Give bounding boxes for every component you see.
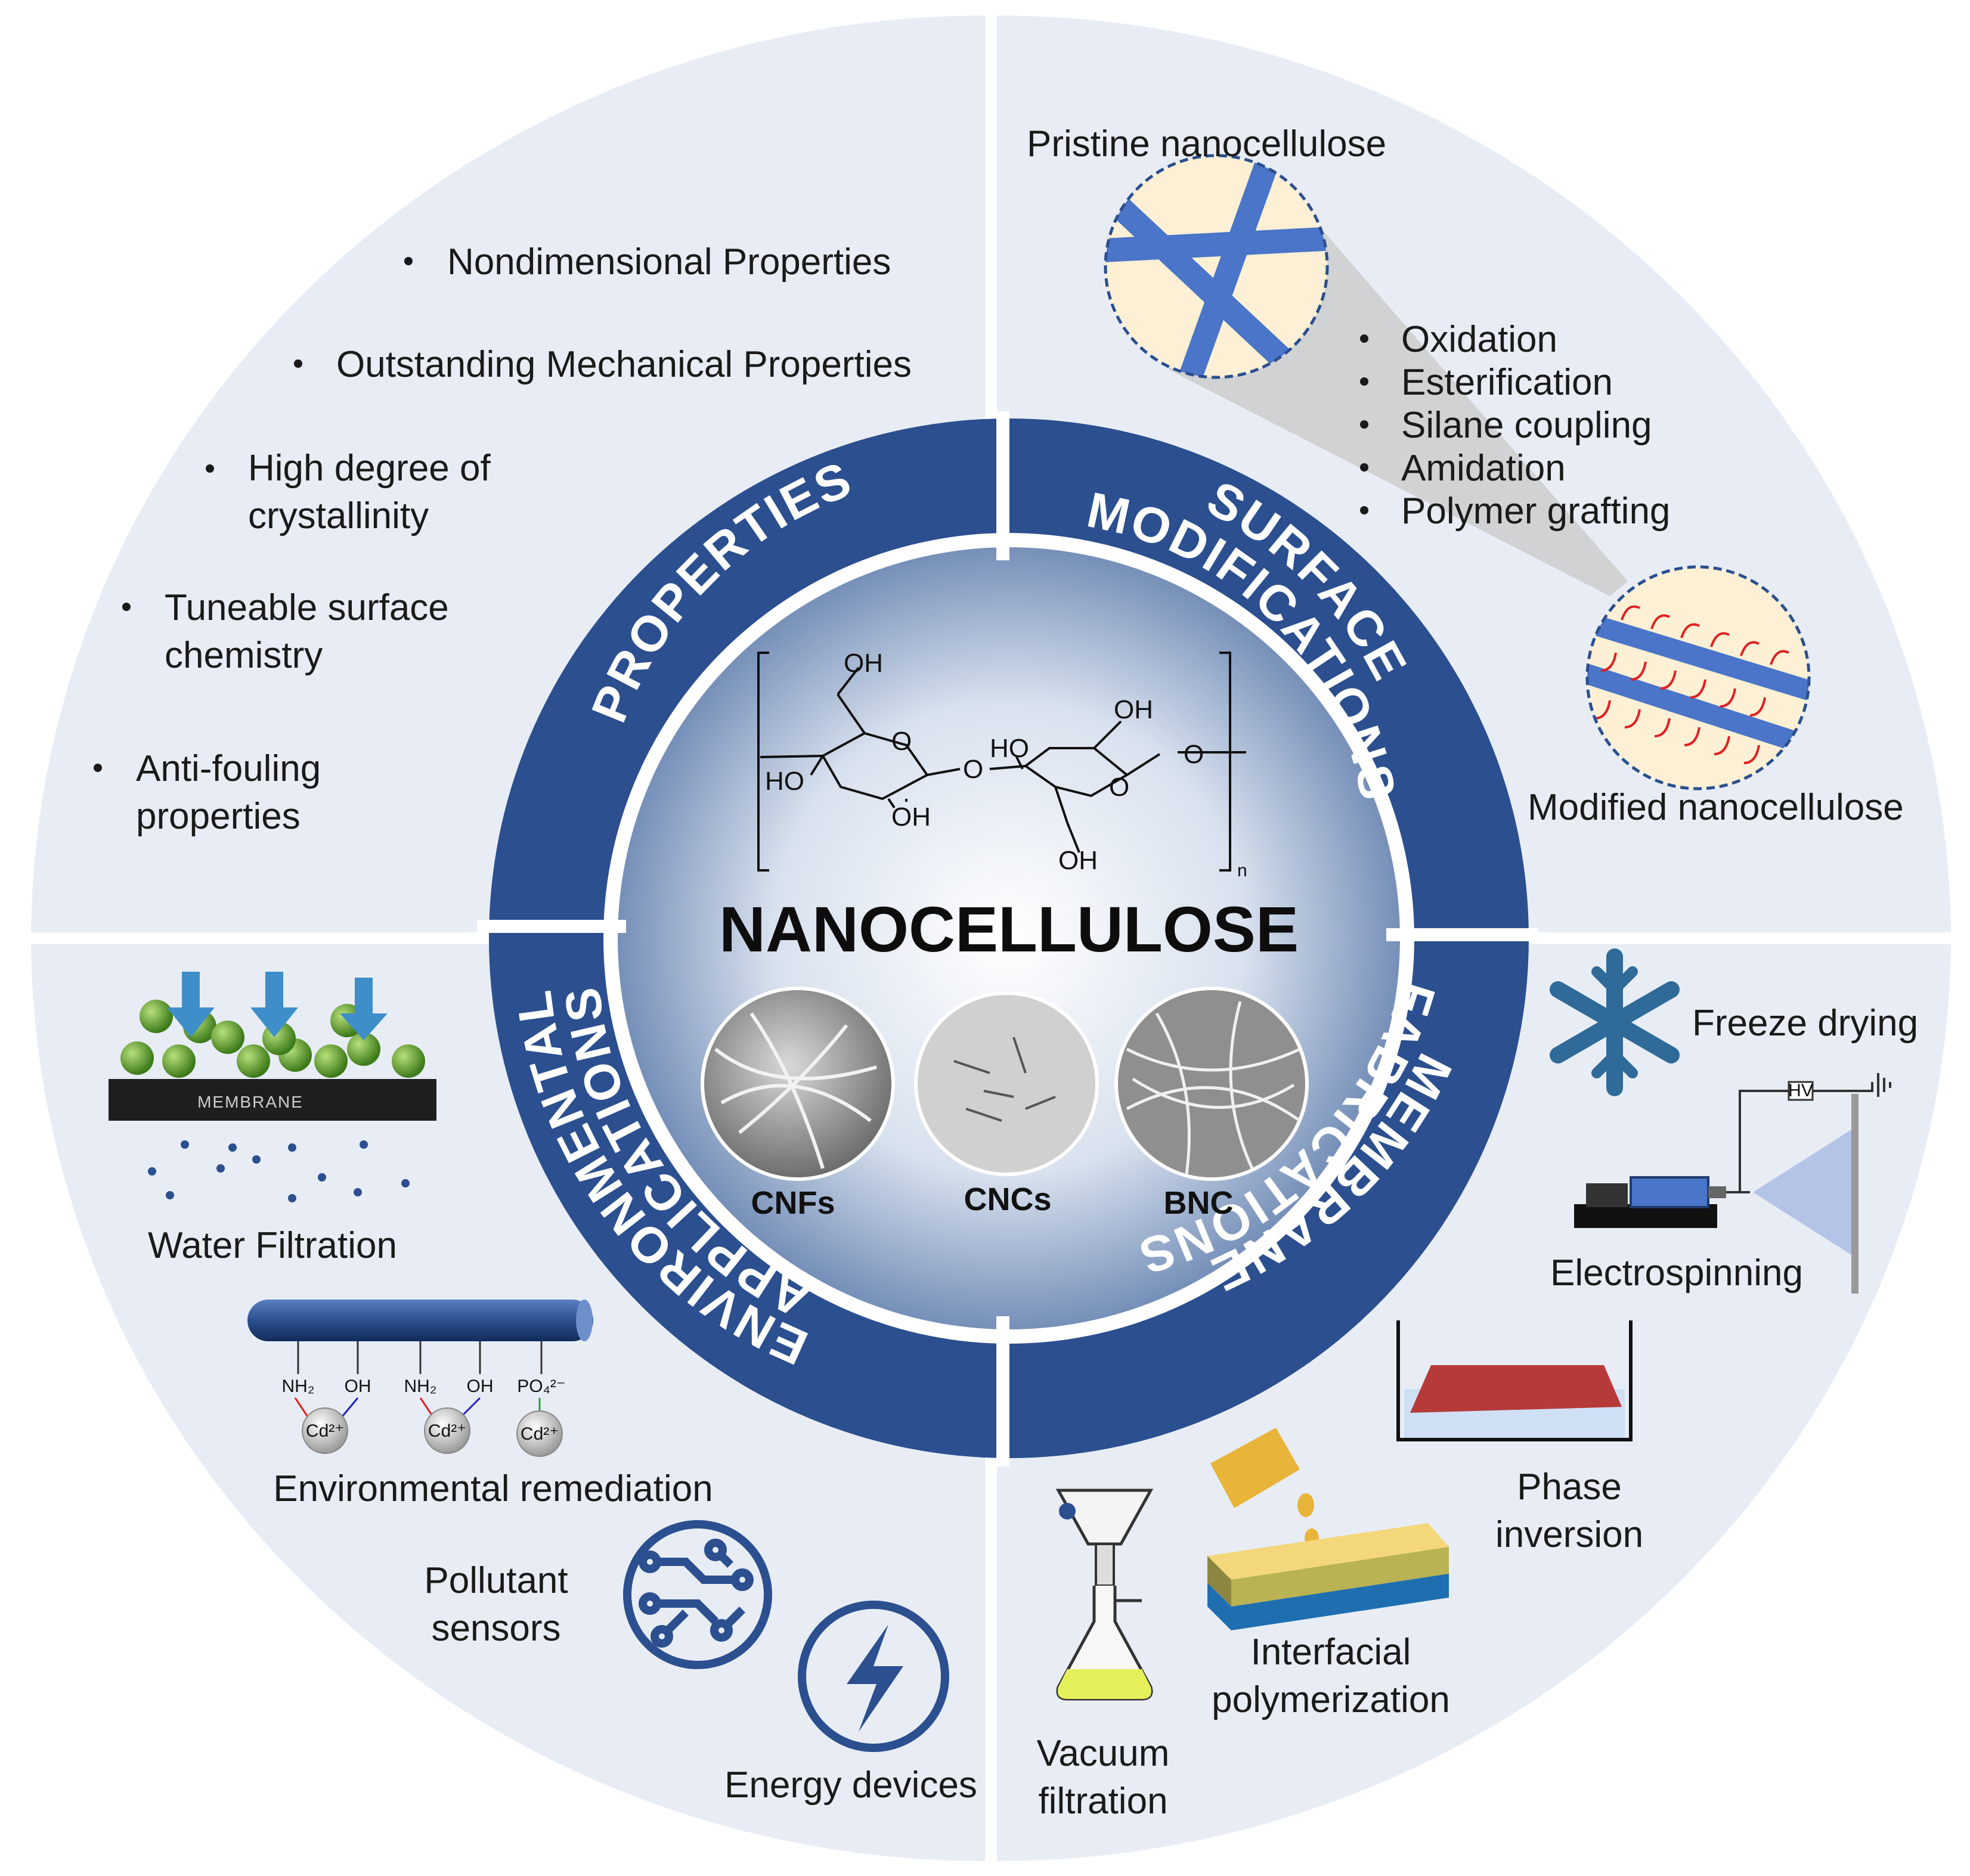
hv-label: HV xyxy=(1788,1081,1813,1100)
label-ho-right: HO xyxy=(990,734,1029,763)
remediation-label: Environmental remediation xyxy=(273,1468,713,1509)
label-ring-o-right: O xyxy=(1109,773,1129,802)
sem-images: CNFs CNCs BNC xyxy=(701,987,1309,1221)
label-bridge-o: O xyxy=(963,755,983,784)
modification-methods: Oxidation Esterification Silane coupling… xyxy=(1360,319,1670,532)
group-nh2-1: NH₂ xyxy=(282,1376,315,1396)
interfacial-polymerization-icon xyxy=(1207,1428,1449,1630)
properties-list: Nondimensional Properties Outstanding Me… xyxy=(94,241,912,837)
interfacial-label-2: polymerization xyxy=(1212,1679,1450,1720)
membrane-word: MEMBRANE xyxy=(197,1093,303,1111)
cellulose-labels: OH HO OH O O HO OH O O OH n xyxy=(765,649,1247,880)
method-esterification: Esterification xyxy=(1401,362,1613,403)
phase-inversion-label-2: inversion xyxy=(1495,1514,1643,1555)
energy-devices-label: Energy devices xyxy=(724,1765,977,1806)
sem-label-bnc: BNC xyxy=(1164,1185,1234,1221)
lightning-bolt-icon xyxy=(798,1601,949,1752)
environmental-applications: MEMBRANE Water Filtration xyxy=(109,972,977,1806)
property-item-3-line1: High degree of xyxy=(248,448,491,489)
surface-modifications: Pristine nanocellulose Oxidation Esterif… xyxy=(1027,123,1904,828)
property-item-1: Nondimensional Properties xyxy=(447,241,891,283)
property-item-2: Outstanding Mechanical Properties xyxy=(336,344,912,385)
label-oh-bottom-right: OH xyxy=(1058,846,1098,875)
water-filtration-label: Water Filtration xyxy=(148,1225,397,1266)
electrospinning-label: Electrospinning xyxy=(1550,1252,1803,1294)
label-ho-left: HO xyxy=(765,767,804,796)
freeze-drying-label: Freeze drying xyxy=(1692,1003,1918,1044)
property-item-4-line1: Tuneable surface xyxy=(165,587,449,628)
sensors-label-2: sensors xyxy=(431,1608,560,1649)
remediation-icon: NH₂ OH NH₂ OH PO₄²⁻ Cd²⁺ Cd²⁺ Cd²⁺ xyxy=(247,1300,593,1457)
sem-image-cnfs xyxy=(701,987,895,1181)
sensors-label-1: Pollutant xyxy=(424,1560,568,1601)
label-oh-top: OH xyxy=(844,649,883,678)
water-filtration-membrane-icon: MEMBRANE xyxy=(109,972,436,1202)
circuit-sensor-icon xyxy=(623,1520,772,1669)
ion-cd-2: Cd²⁺ xyxy=(428,1421,466,1441)
vacuum-label-2: filtration xyxy=(1038,1781,1167,1822)
method-silane: Silane coupling xyxy=(1401,405,1652,446)
sem-image-cncs xyxy=(914,991,1099,1176)
modified-label: Modified nanocellulose xyxy=(1528,787,1904,828)
modified-nanocellulose-icon xyxy=(1585,565,1811,790)
method-polymer-grafting: Polymer grafting xyxy=(1401,491,1670,532)
ion-cd-3: Cd²⁺ xyxy=(521,1424,559,1444)
cellulose-structure xyxy=(757,652,1246,872)
snowflake-icon xyxy=(1550,948,1680,1096)
sem-image-bnc xyxy=(1114,987,1309,1181)
method-amidation: Amidation xyxy=(1401,448,1566,489)
membrane-fabrications: Freeze drying HV Electrospinning Phase i… xyxy=(1037,948,1918,1822)
property-item-5-line2: properties xyxy=(136,796,301,837)
sem-label-cnfs: CNFs xyxy=(751,1185,835,1221)
phase-inversion-label-1: Phase xyxy=(1517,1466,1622,1508)
label-ring-o-left: O xyxy=(891,727,912,756)
label-oh-right-top: OH xyxy=(1114,695,1153,724)
center-title: NANOCELLULOSE xyxy=(719,893,1299,965)
label-oh-bottom-left: OH xyxy=(891,802,931,832)
property-item-5-line1: Anti-fouling xyxy=(136,748,321,789)
method-oxidation: Oxidation xyxy=(1401,319,1557,360)
interfacial-label-1: Interfacial xyxy=(1251,1632,1411,1673)
label-end-o: O xyxy=(1184,740,1204,769)
property-item-3-line2: crystallinity xyxy=(248,495,429,537)
group-oh-1: OH xyxy=(345,1376,371,1396)
vacuum-filtration-flask-icon xyxy=(1055,1489,1154,1701)
pristine-nanocellulose-icon xyxy=(1104,154,1329,379)
sem-label-cncs: CNCs xyxy=(964,1182,1051,1217)
pristine-label: Pristine nanocellulose xyxy=(1027,123,1386,165)
group-po4: PO₄²⁻ xyxy=(517,1376,565,1396)
label-subscript-n: n xyxy=(1237,861,1247,880)
phase-inversion-bath-icon xyxy=(1396,1320,1633,1441)
property-item-4-line2: chemistry xyxy=(165,635,323,676)
ion-cd-1: Cd²⁺ xyxy=(306,1421,344,1441)
electrospinning-setup-icon: HV xyxy=(1574,1073,1891,1294)
vacuum-label-1: Vacuum xyxy=(1037,1733,1170,1774)
group-nh2-2: NH₂ xyxy=(404,1376,437,1396)
group-oh-2: OH xyxy=(467,1376,494,1396)
